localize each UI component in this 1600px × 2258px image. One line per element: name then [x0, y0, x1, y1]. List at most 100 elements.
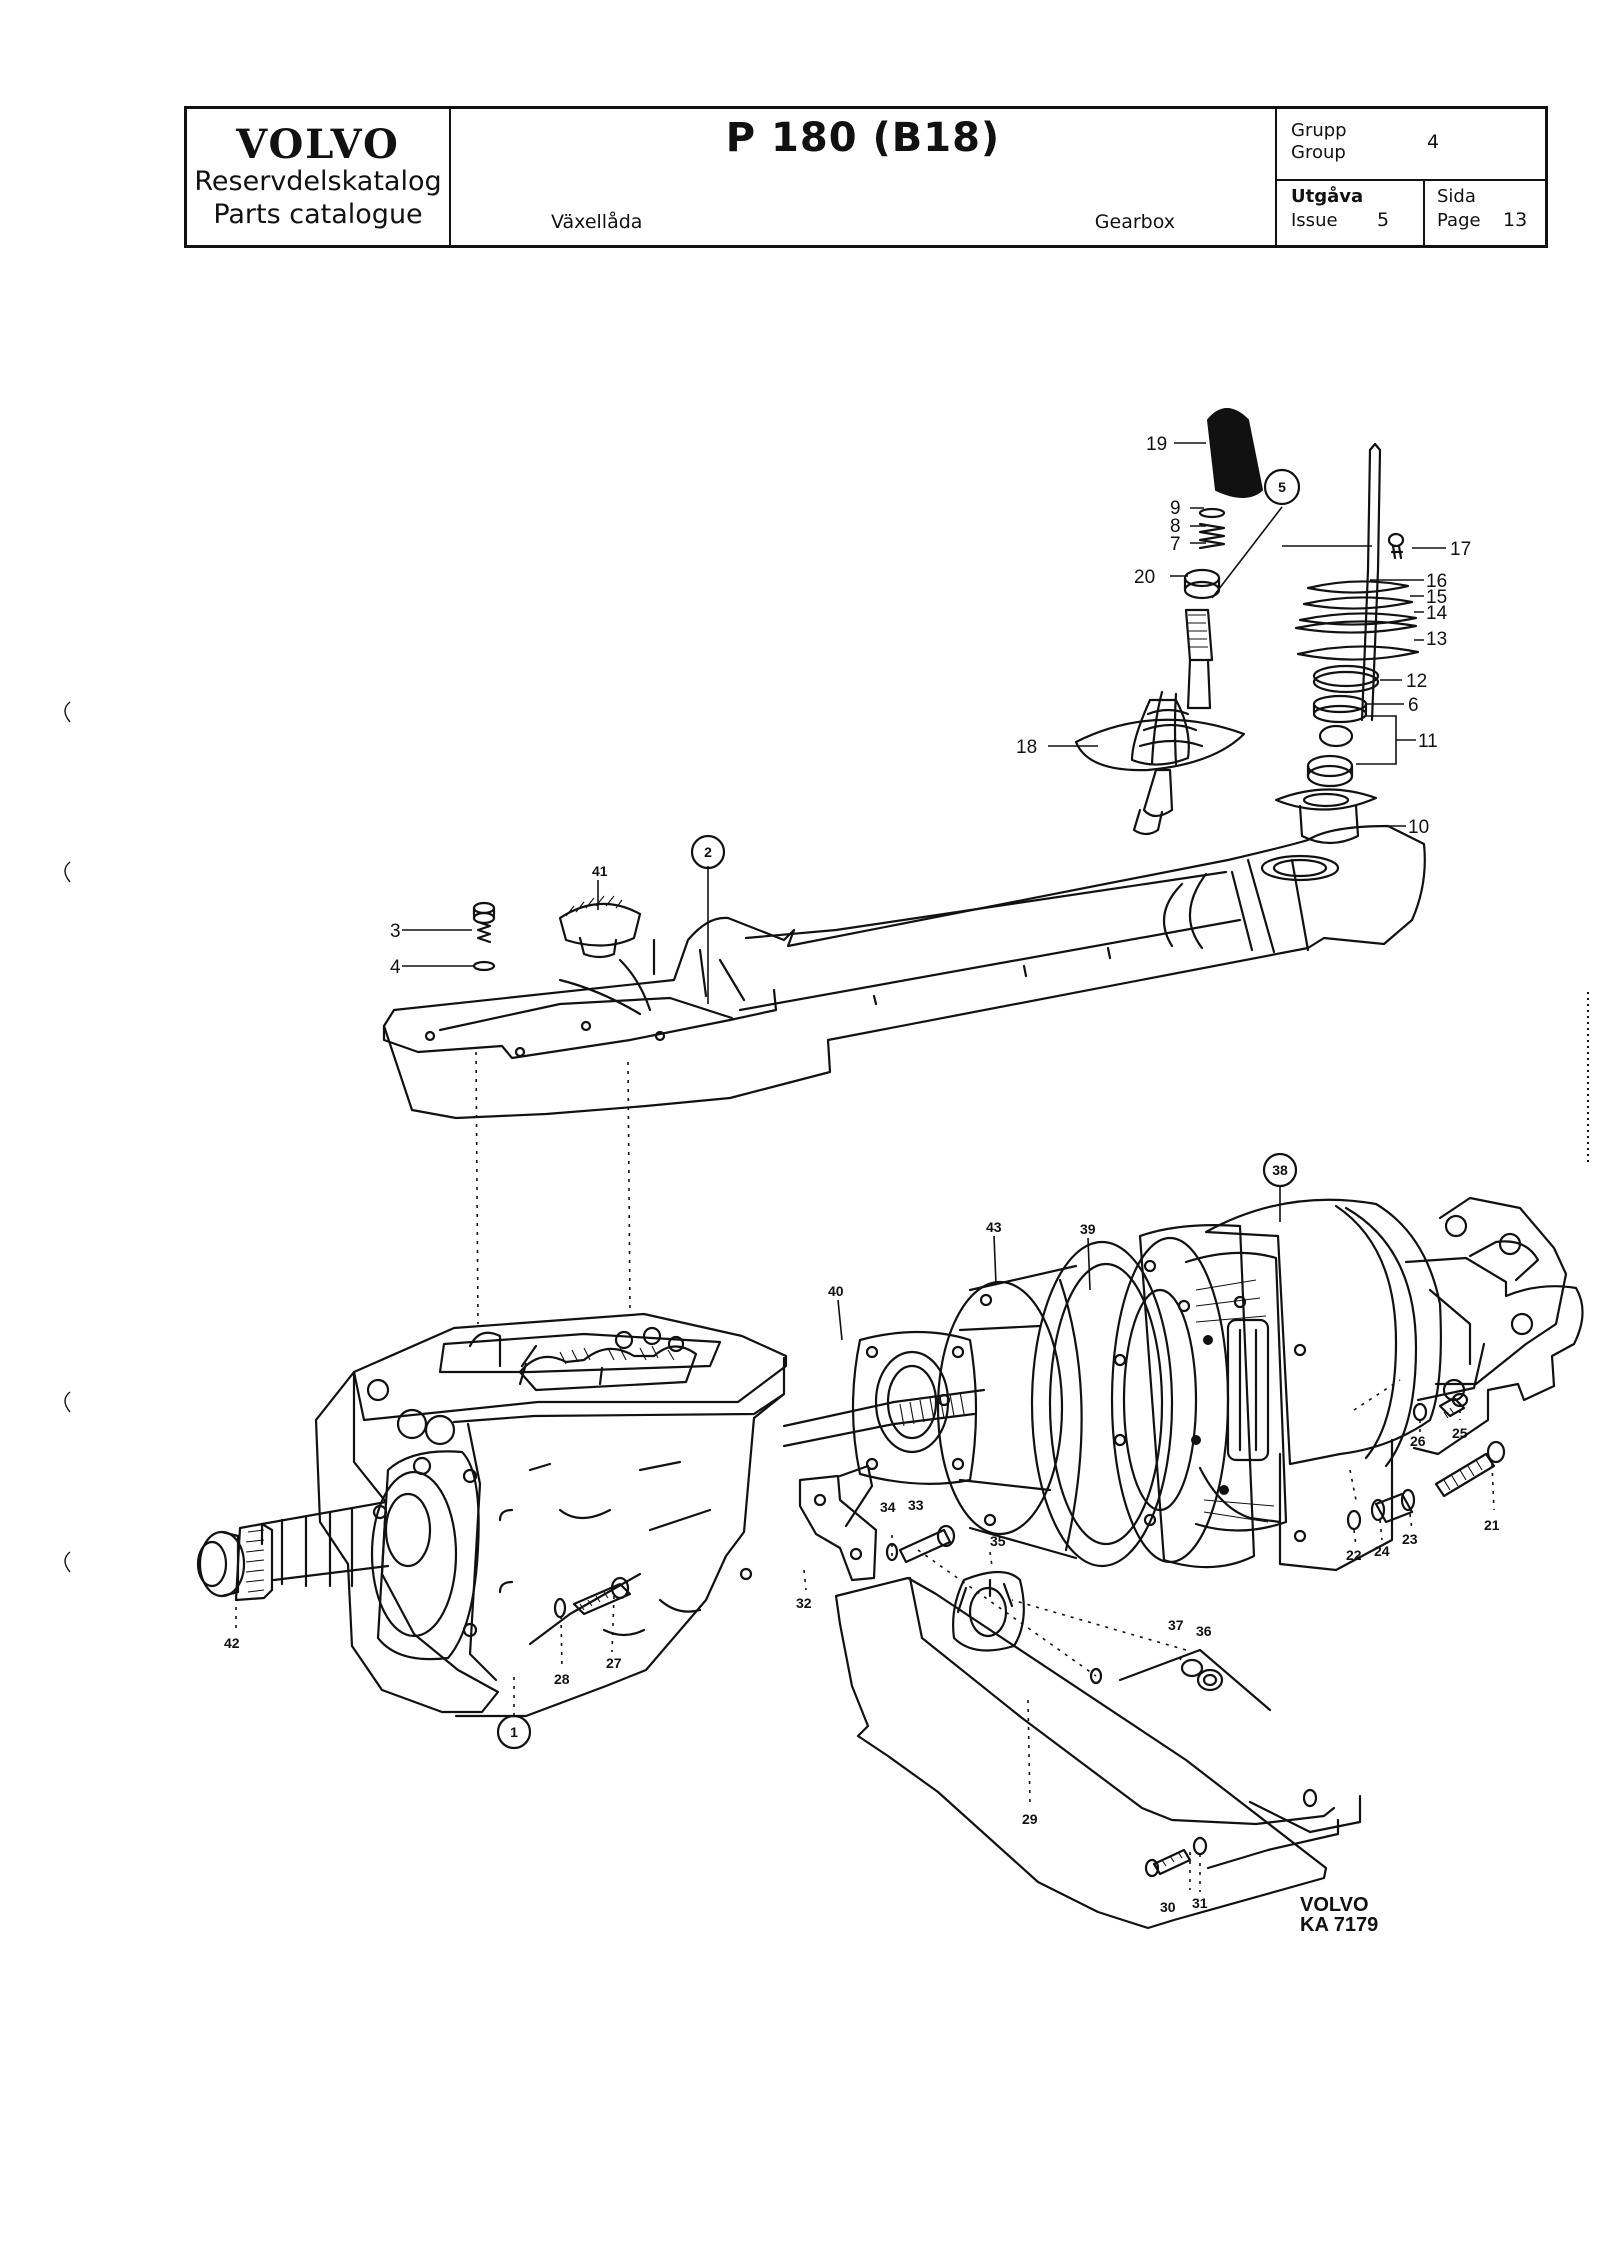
callout-11: 11: [1418, 731, 1438, 752]
callout-circle-38: 38: [1262, 1152, 1298, 1188]
lever-shaft-5: [1360, 442, 1382, 722]
seal-42: [196, 1530, 246, 1598]
page-label-en: Page: [1437, 210, 1481, 231]
rear-extension-housing: [1404, 1196, 1584, 1456]
callout-23: 23: [1402, 1531, 1418, 1547]
overdrive-clutch-internals: [1184, 1251, 1288, 1532]
washer-37: [1180, 1658, 1204, 1678]
speedometer-cable-21: [1434, 1440, 1506, 1498]
group-value: 4: [1427, 131, 1440, 153]
callout-10: 10: [1408, 817, 1429, 838]
spring-ring-12: [1312, 664, 1380, 694]
bolt-30: [1144, 1848, 1192, 1878]
callout-42: 42: [224, 1635, 240, 1651]
callout-3: 3: [390, 921, 401, 942]
callout-7: 7: [1170, 534, 1181, 555]
page-label-sv: Sida: [1437, 186, 1476, 207]
callout-43: 43: [986, 1219, 1002, 1235]
nut-20: [1183, 568, 1221, 600]
callout-20: 20: [1134, 567, 1155, 588]
callout-8: 8: [1170, 516, 1181, 537]
catalog-title-sv: Reservdelskatalog: [194, 166, 442, 197]
callout-21: 21: [1484, 1517, 1500, 1533]
callout-38-label: 38: [1272, 1162, 1288, 1178]
callout-40: 40: [828, 1283, 844, 1299]
callout-36: 36: [1196, 1623, 1212, 1639]
rubber-mount-35: [952, 1570, 1025, 1652]
callout-27: 27: [606, 1655, 622, 1671]
washer-22: [1346, 1509, 1362, 1531]
leader-lines: [235, 442, 1495, 1892]
callout-34: 34: [880, 1499, 896, 1515]
callout-37: 37: [1168, 1617, 1184, 1633]
gasket-39: [1030, 1240, 1174, 1568]
ball-joint-11: [1306, 724, 1354, 788]
callout-9: 9: [1170, 498, 1181, 519]
breather-41: [558, 895, 642, 959]
top-cover-extension-2: [382, 824, 1426, 1120]
group-cell: Grupp Group 4: [1277, 109, 1545, 181]
callout-26: 26: [1410, 1433, 1426, 1449]
washer-28: [553, 1597, 567, 1619]
lever-lower-end: [1132, 768, 1174, 836]
callout-39: 39: [1080, 1221, 1096, 1237]
callout-18: 18: [1016, 737, 1037, 758]
gears-inside-housing: [468, 1326, 698, 1392]
nut-36: [1196, 1668, 1224, 1692]
callout-4: 4: [390, 957, 401, 978]
callout-6: 6: [1408, 695, 1419, 716]
catalog-header: VOLVO Reservdelskatalog Parts catalogue …: [184, 106, 1548, 248]
issue-page-row: Utgåva Issue 5 Sida Page 13: [1277, 181, 1545, 245]
page-cell: Sida Page 13: [1425, 181, 1545, 245]
group-label-en: Group: [1291, 142, 1346, 163]
callout-17: 17: [1450, 539, 1471, 560]
callout-13: 13: [1426, 629, 1447, 650]
page-value: 13: [1503, 209, 1528, 231]
volvo-logo: VOLVO: [236, 121, 400, 168]
heat-shield-29: [834, 1576, 1362, 1930]
callout-15: 15: [1426, 587, 1447, 608]
bushing-6: [1312, 694, 1368, 724]
housing-cup-10: [1274, 788, 1378, 845]
callout-circle-5: 5: [1263, 468, 1301, 506]
support-bracket-32: [798, 1464, 878, 1582]
callout-31: 31: [1192, 1895, 1208, 1911]
callout-25: 25: [1452, 1425, 1468, 1441]
margin-marks: [64, 701, 71, 1573]
bolt-33: [898, 1524, 956, 1564]
callout-14: 14: [1426, 603, 1448, 624]
guide-lines-lower: [917, 1379, 1401, 1677]
bolt-25: [1438, 1392, 1469, 1419]
callout-24: 24: [1374, 1543, 1390, 1559]
callout-30: 30: [1160, 1899, 1176, 1915]
subject-sv: Växellåda: [551, 211, 643, 233]
seal-24: [1370, 1498, 1386, 1522]
issue-label-en: Issue: [1291, 210, 1338, 231]
washers-13-16: [1294, 580, 1420, 661]
callout-41: 41: [592, 863, 608, 879]
callout-16: 16: [1426, 571, 1447, 592]
info-cell: Grupp Group 4 Utgåva Issue 5 Sida Page 1…: [1277, 109, 1545, 245]
washer-26: [1412, 1402, 1428, 1422]
overdrive-front-housing: [1110, 1224, 1256, 1569]
issue-label-sv: Utgåva: [1291, 186, 1364, 207]
bolt-3: [472, 901, 496, 944]
front-cover-and-input-shaft: [234, 1450, 480, 1661]
callout-29: 29: [1022, 1811, 1038, 1827]
brand-cell: VOLVO Reservdelskatalog Parts catalogue: [187, 109, 451, 245]
drawing-code: VOLVO KA 7179: [1300, 1895, 1378, 1935]
spring-and-washers-7-9: [1198, 507, 1226, 550]
callout-circle-1: 1: [496, 1714, 532, 1750]
model-title: P 180 (B18): [725, 115, 1001, 161]
callout-1-label: 1: [510, 1724, 518, 1740]
callout-2-label: 2: [704, 844, 712, 860]
bolt-27: [572, 1576, 632, 1616]
washer-4: [472, 960, 496, 972]
group-label-sv: Grupp: [1291, 120, 1347, 141]
guide-lines-cover: [475, 1051, 631, 1325]
issue-cell: Utgåva Issue 5: [1277, 181, 1425, 245]
main-shaft: [782, 1388, 986, 1448]
overdrive-main-housing-38: [1198, 1198, 1442, 1572]
washer-31: [1192, 1836, 1208, 1856]
gearbox-housing-1: [314, 1312, 788, 1718]
